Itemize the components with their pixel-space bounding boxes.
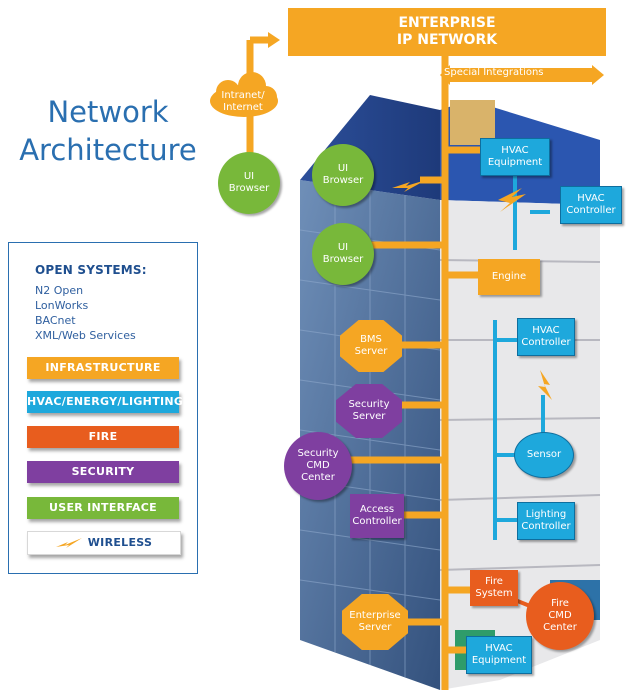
intranet-internet-label: Intranet/ Internet (221, 90, 265, 113)
system-item: LonWorks (35, 299, 89, 312)
access-controller: Access Controller (350, 494, 404, 538)
sensor: Sensor (514, 432, 574, 478)
legend-wireless: WIRELESS (27, 531, 181, 555)
fire-cmd-center: Fire CMD Center (526, 582, 594, 650)
legend-infrastructure: INFRASTRUCTURE (27, 357, 179, 379)
lighting-controller: Lighting Controller (517, 502, 575, 540)
hvac-controller-mid: HVAC Controller (517, 318, 575, 356)
lightning-bolt-icon (498, 188, 526, 212)
bms-server: BMS Server (340, 320, 402, 372)
legend-wireless-label: WIRELESS (87, 536, 153, 549)
system-item: XML/Web Services (35, 329, 136, 342)
legend-panel: OPEN SYSTEMS: N2 Open LonWorks BACnet XM… (8, 242, 198, 574)
legend-hvac: HVAC/ENERGY/LIGHTING (27, 391, 183, 413)
legend-security: SECURITY (27, 461, 179, 483)
system-item: N2 Open (35, 284, 84, 297)
title-line-2: Architecture (19, 133, 197, 168)
ui-browser-3: UI Browser (312, 223, 374, 285)
title-line-1: Network (47, 95, 169, 130)
hvac-controller-right: HVAC Controller (560, 186, 622, 224)
page-title: Network Architecture (18, 93, 198, 169)
security-server: Security Server (336, 384, 402, 438)
network-lines (246, 36, 480, 690)
intranet-arrow (268, 32, 280, 48)
legend-user-interface: USER INTERFACE (27, 497, 179, 519)
engine: Engine (478, 259, 540, 295)
system-item: BACnet (35, 314, 76, 327)
lightning-bolt-icon (55, 538, 82, 548)
enterprise-server: Enterprise Server (342, 594, 408, 650)
rooftop-unit (450, 100, 495, 145)
lightning-bolt-icon (392, 180, 426, 192)
special-integrations-label: Special Integrations (444, 67, 544, 78)
security-cmd-center: Security CMD Center (284, 432, 352, 500)
cloud-icon (210, 72, 278, 117)
legend-heading: OPEN SYSTEMS: (35, 263, 147, 277)
enterprise-ip-network: ENTERPRISE IP NETWORK (288, 8, 606, 56)
hvac-equipment-bottom: HVAC Equipment (466, 636, 532, 674)
hvac-equipment-top: HVAC Equipment (480, 138, 550, 176)
ui-browser-1: UI Browser (218, 152, 280, 214)
special-integrations-arrow (440, 65, 604, 85)
fire-system: Fire System (470, 570, 518, 606)
legend-fire: FIRE (27, 426, 179, 448)
ui-browser-2: UI Browser (312, 144, 374, 206)
